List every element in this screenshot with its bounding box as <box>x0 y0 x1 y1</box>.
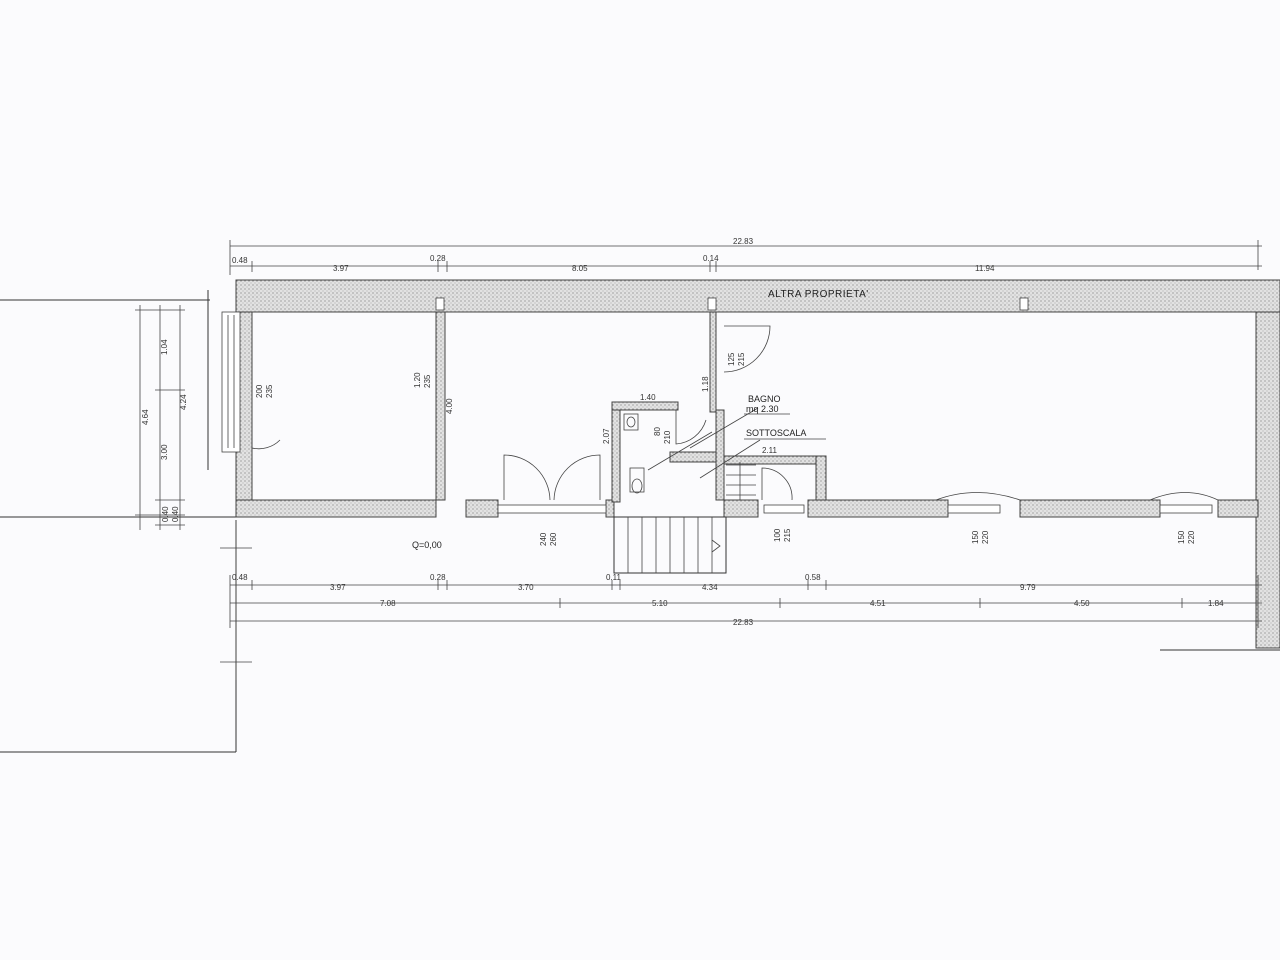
dim-left-a: 4.64 <box>141 409 150 425</box>
opening-o7b: 210 <box>663 430 672 444</box>
bathroom-fixtures <box>623 407 761 494</box>
dim-bot-r1-3: 3.70 <box>518 583 534 592</box>
opening-o12a: 150 <box>971 530 980 544</box>
label-sottoscala: SOTTOSCALA <box>746 428 806 438</box>
dim-bot-r1-5: 4.34 <box>702 583 718 592</box>
opening-o3: 4.00 <box>445 398 454 414</box>
opening-o2a: 1.20 <box>413 372 422 388</box>
opening-o8: 2.07 <box>602 428 611 444</box>
dim-left-d: 3.00 <box>160 444 169 460</box>
dim-bot-r1-6: 0.58 <box>805 573 821 582</box>
label-bagno: BAGNO <box>748 394 781 404</box>
opening-o4b: 215 <box>737 352 746 366</box>
opening-o5: 1.18 <box>701 376 710 392</box>
dim-left-b: 4.24 <box>179 394 188 410</box>
dim-top-total: 22.83 <box>733 237 754 246</box>
bottom-dimensions: 0.48 3.97 0.28 3.70 0.11 4.34 0.58 9.79 … <box>229 573 1262 628</box>
opening-o11b: 215 <box>783 528 792 542</box>
label-quota: Q=0,00 <box>412 540 442 550</box>
room-labels: BAGNO mq 2.30 SOTTOSCALA Q=0,00 <box>412 394 826 550</box>
bottom-wall <box>235 499 1259 518</box>
dim-bot-r1-1: 3.97 <box>330 583 346 592</box>
dim-left-c: 1.04 <box>160 339 169 355</box>
opening-o12b: 220 <box>981 530 990 544</box>
opening-o6: 1.40 <box>640 393 656 402</box>
dim-top-seg3: 0.28 <box>430 254 446 263</box>
opening-o9: 2.11 <box>762 446 778 455</box>
label-bagno-area: mq 2.30 <box>746 404 779 414</box>
opening-o11a: 100 <box>773 528 782 542</box>
opening-o10b: 260 <box>549 532 558 546</box>
adjoining-outline <box>0 290 237 753</box>
opening-o13a: 150 <box>1177 530 1186 544</box>
dim-left-e: 0.40 <box>161 506 170 522</box>
opening-o2b: 235 <box>423 374 432 388</box>
opening-o1b: 235 <box>265 384 274 398</box>
dim-bot-r2-3: 4.50 <box>1074 599 1090 608</box>
opening-o10a: 240 <box>539 532 548 546</box>
left-dimensions: 4.64 1.04 3.00 4.24 0.40 0.40 <box>135 305 188 530</box>
top-dimensions: 22.83 0.48 3.97 0.28 8.05 0.14 11.94 <box>229 237 1262 275</box>
dim-bot-total: 22.83 <box>733 618 754 627</box>
section-mark <box>220 520 252 680</box>
doors <box>251 325 1219 514</box>
dim-bot-r2-2: 4.51 <box>870 599 886 608</box>
dim-bot-r2-1: 5.10 <box>652 599 668 608</box>
label-altra-proprieta: ALTRA PROPRIETA' <box>768 289 869 300</box>
opening-o7a: 80 <box>653 427 662 436</box>
opening-o13b: 220 <box>1187 530 1196 544</box>
dim-left-f: 0.40 <box>171 506 180 522</box>
right-wall <box>1255 311 1280 649</box>
opening-o4a: 125 <box>727 352 736 366</box>
opening-o1a: 200 <box>255 384 264 398</box>
dim-bot-r2-0: 7.08 <box>380 599 396 608</box>
interior-walls <box>435 311 827 503</box>
left-wall <box>221 311 253 518</box>
top-wall: ALTRA PROPRIETA' <box>235 279 1280 313</box>
stairs <box>613 462 756 574</box>
dim-top-seg6: 11.94 <box>975 264 995 273</box>
dim-bot-r1-0: 0.48 <box>232 573 248 582</box>
dim-bot-r1-2: 0.28 <box>430 573 446 582</box>
dim-bot-r1-7: 9.79 <box>1020 583 1036 592</box>
dim-top-seg2: 3.97 <box>333 264 349 273</box>
dim-top-seg4: 8.05 <box>572 264 588 273</box>
dim-top-seg1: 0.48 <box>232 256 248 265</box>
dim-bot-r2-4: 1.84 <box>1208 599 1224 608</box>
dim-top-seg5: 0.14 <box>703 254 719 263</box>
dim-bot-r1-4: 0.11 <box>606 573 622 582</box>
opening-labels: 200 235 1.20 235 4.00 125 215 1.18 1.40 … <box>255 352 1196 546</box>
